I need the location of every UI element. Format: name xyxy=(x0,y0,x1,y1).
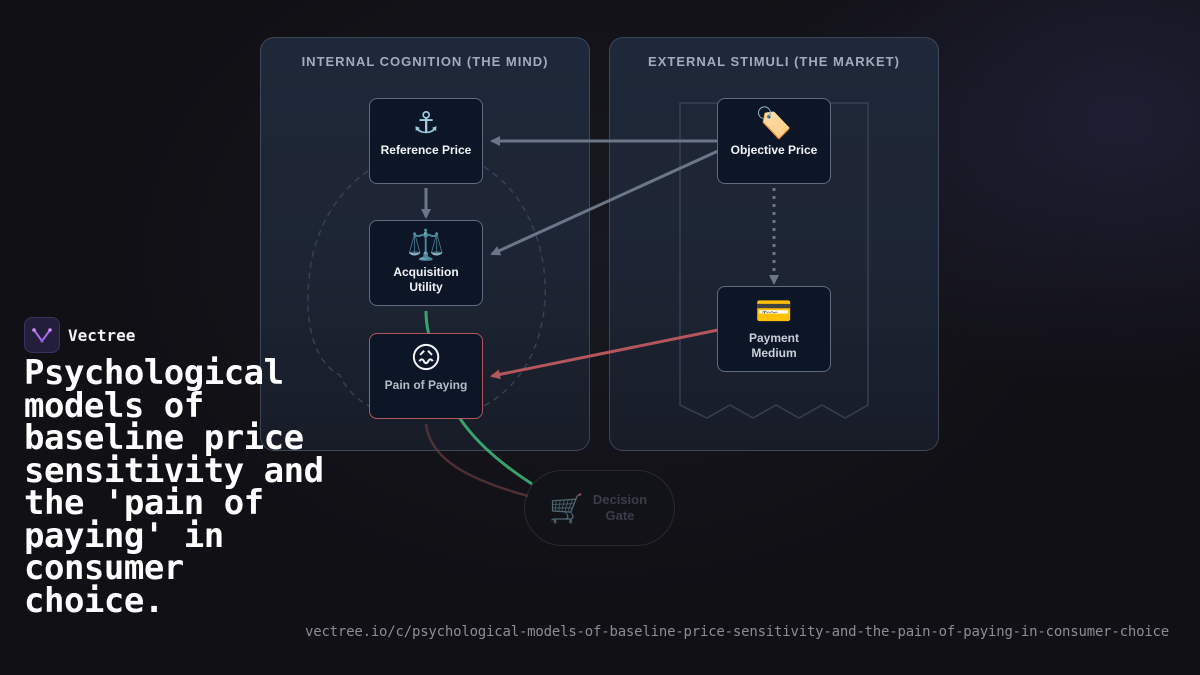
brand-name: Vectree xyxy=(68,325,136,345)
internal-panel-title: INTERNAL COGNITION (THE MIND) xyxy=(301,54,549,69)
shopping-cart-icon: 🛒 xyxy=(549,492,584,524)
objective-price-label: Objective Price xyxy=(730,143,818,157)
pain-of-paying-node: 😖 Pain of Paying xyxy=(369,333,483,419)
scales-icon: ⚖️ xyxy=(407,229,445,262)
brand: Vectree xyxy=(24,317,135,353)
flow-pain-to-gate xyxy=(424,423,529,498)
acquisition-utility-label: Acquisition Utility xyxy=(393,265,459,294)
page-url[interactable]: vectree.io/c/psychological-models-of-bas… xyxy=(305,624,1170,640)
anchor-icon: ⚓ xyxy=(412,107,440,140)
acquisition-utility-node: ⚖️ Acquisition Utility xyxy=(369,220,483,306)
arrow-objective-to-utility xyxy=(490,149,719,256)
vectree-logo-icon xyxy=(24,317,60,353)
arrow-payment-to-pain xyxy=(490,328,719,380)
price-tag-icon: 🏷️ xyxy=(755,107,793,140)
receipt-outline-decor xyxy=(679,102,869,419)
payment-medium-label: Payment Medium xyxy=(748,331,800,360)
pain-of-paying-label: Pain of Paying xyxy=(384,378,468,392)
reference-price-node: ⚓ Reference Price xyxy=(369,98,483,184)
payment-medium-node: 💳 Payment Medium xyxy=(717,286,831,372)
headline: Psychological models of baseline price s… xyxy=(24,353,324,621)
confounded-face-icon: 😖 xyxy=(410,342,442,375)
decision-gate-label: Decision Gate xyxy=(592,492,648,523)
credit-card-icon: 💳 xyxy=(755,295,793,328)
external-panel-title: EXTERNAL STIMULI (THE MARKET) xyxy=(648,54,900,69)
objective-price-node: 🏷️ Objective Price xyxy=(717,98,831,184)
reference-price-label: Reference Price xyxy=(380,143,472,157)
decision-gate-node: 🛒 Decision Gate xyxy=(524,470,675,546)
